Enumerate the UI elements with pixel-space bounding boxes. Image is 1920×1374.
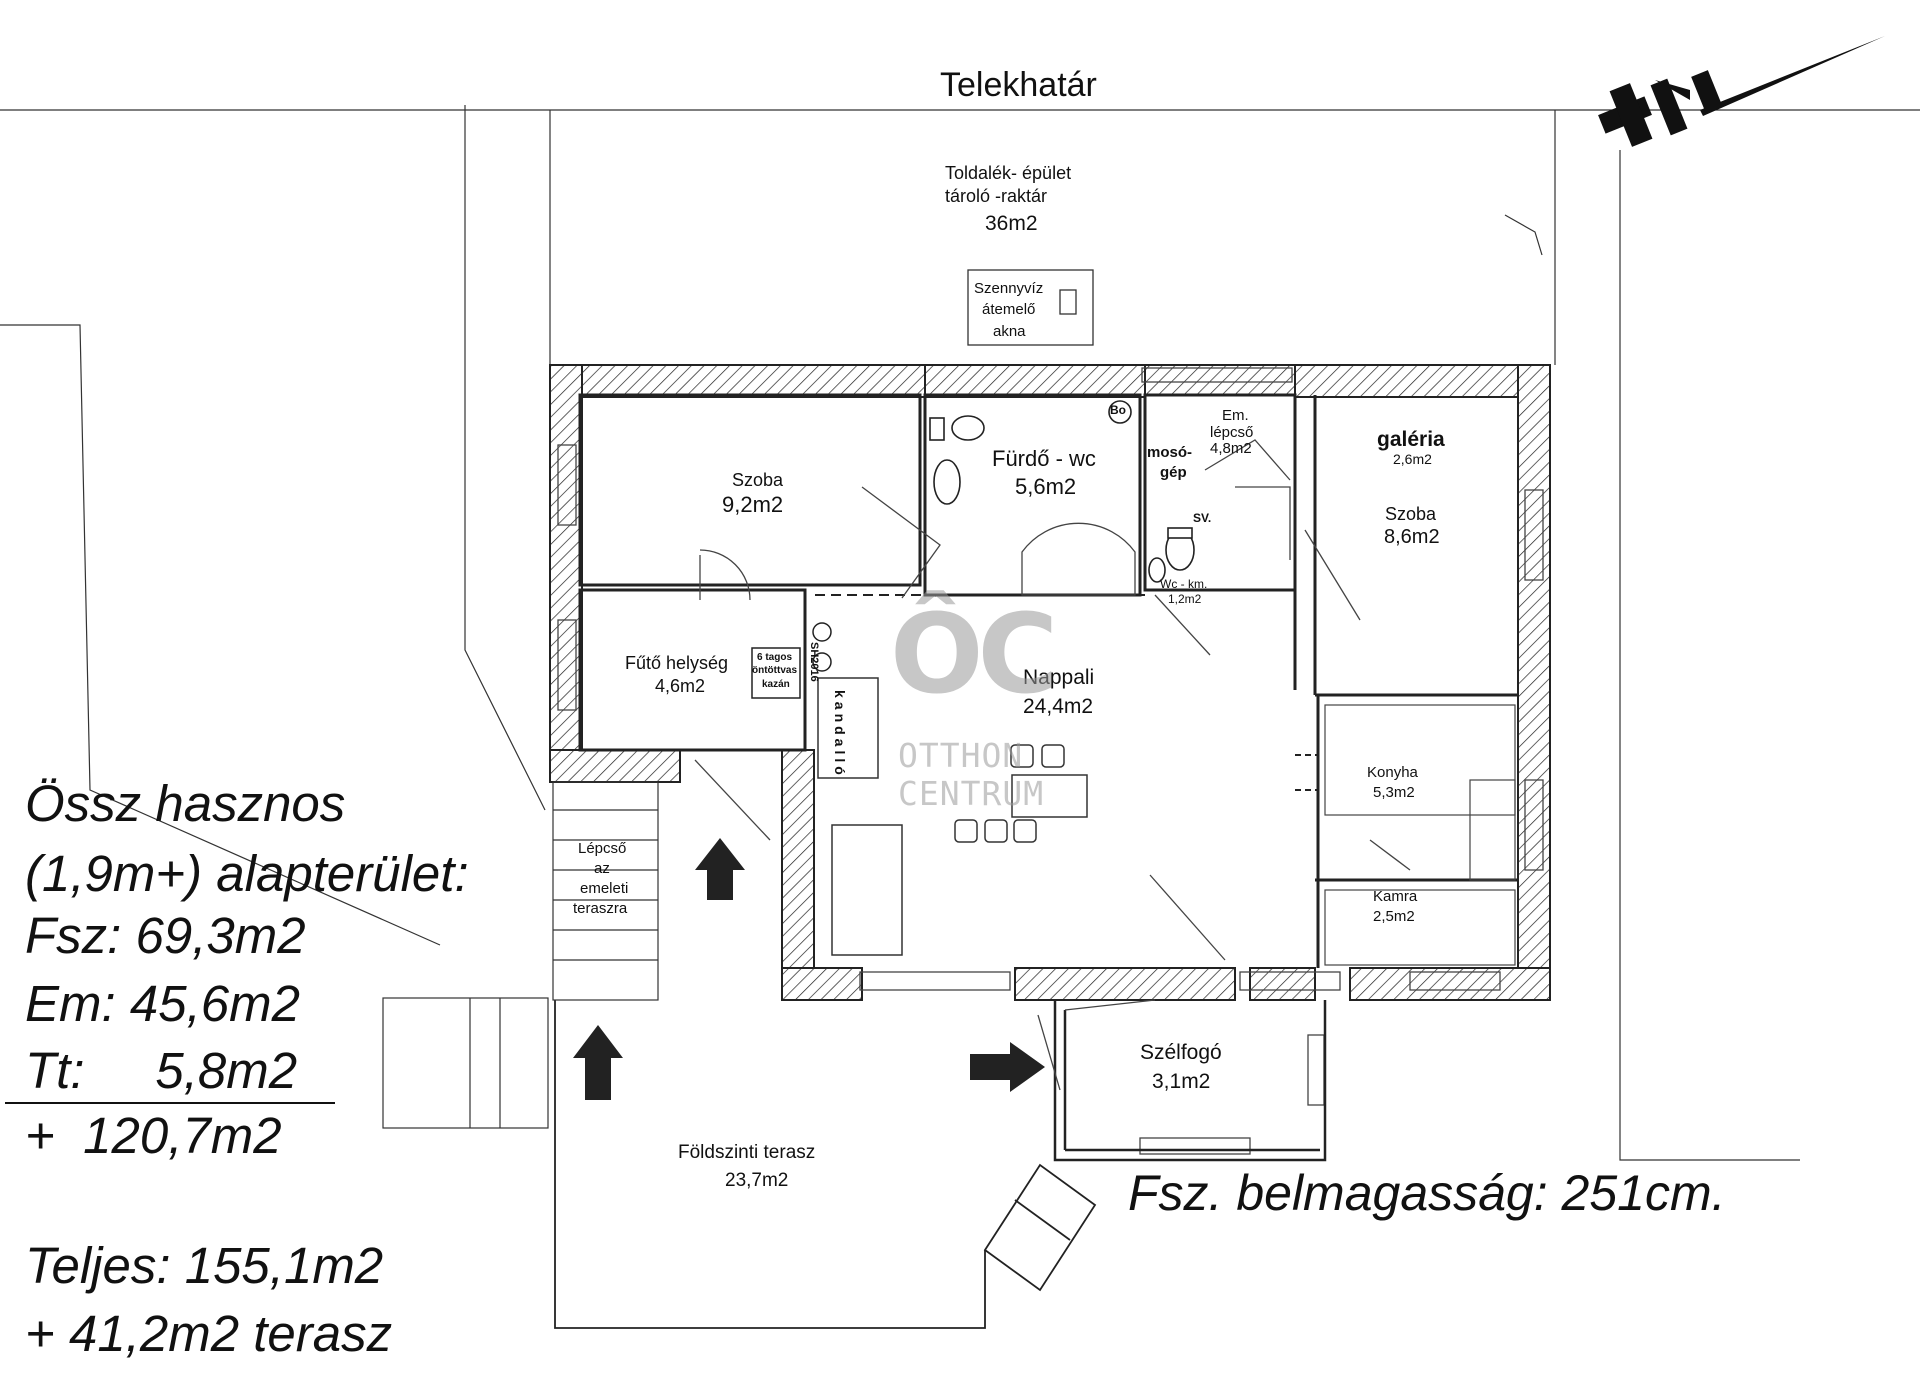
ceiling-height-note: Fsz. belmagasság: 251cm. xyxy=(1128,1165,1726,1221)
terrace-outline xyxy=(554,1000,1097,1329)
stair-upper-area: 4,8m2 xyxy=(1210,440,1252,457)
furnace-line-3: kazán xyxy=(762,679,790,690)
washer-line-1: mosó- xyxy=(1147,444,1192,461)
watermark-line-2: CENTRUM xyxy=(898,774,1045,813)
living-room-name: Nappali xyxy=(1023,666,1095,689)
bedroom-right-name: Szoba xyxy=(1385,504,1437,524)
exterior-walls xyxy=(549,364,1551,1001)
gallery-name: galéria xyxy=(1377,428,1445,451)
summary-upper-floor: Em: 45,6m2 xyxy=(25,975,300,1032)
washer-line-2: gép xyxy=(1160,464,1187,481)
exterior-staircase xyxy=(382,781,659,1129)
plot-boundary-label: Telekhatár xyxy=(940,66,1097,104)
fireplace-label: kandalló xyxy=(832,690,848,779)
watermark-logo: ÔC xyxy=(890,590,1058,718)
stair-upper-line-1: Em. xyxy=(1222,407,1249,424)
ground-terrace-area: 23,7m2 xyxy=(725,1170,789,1191)
kitchen-furniture xyxy=(1324,704,1516,966)
summary-ground-floor: Fsz: 69,3m2 xyxy=(25,907,306,964)
furnace-line-2: öntöttvas xyxy=(752,665,797,676)
summary-attic: Tt: 5,8m2 xyxy=(25,1042,298,1099)
doors-and-fixtures xyxy=(694,439,1411,1091)
sewage-line-2: átemelő xyxy=(982,301,1036,318)
ground-terrace-name: Földszinti terasz xyxy=(678,1142,816,1163)
bedroom-left-area: 9,2m2 xyxy=(722,492,784,517)
summary-line-1: Össz hasznos xyxy=(25,775,346,832)
terrace-stair-line-3: emeleti xyxy=(580,880,629,897)
summary-total: Teljes: 155,1m2 xyxy=(25,1237,384,1294)
furnace-code: SH2016 xyxy=(808,642,820,682)
vestibule-name: Szélfogó xyxy=(1140,1041,1222,1064)
annex-subname: tároló -raktár xyxy=(945,186,1048,206)
bedroom-left-name: Szoba xyxy=(732,470,784,490)
north-arrow-icon xyxy=(1598,36,1885,147)
sewage-line-1: Szennyvíz xyxy=(974,280,1044,297)
heating-room-area: 4,6m2 xyxy=(655,676,706,696)
pantry-name: Kamra xyxy=(1373,888,1418,905)
stair-upper-line-2: lépcső xyxy=(1210,424,1254,441)
heating-room-name: Fűtő helység xyxy=(625,653,729,673)
summary-terrace-total: + 41,2m2 terasz xyxy=(25,1305,393,1362)
bathroom-name: Fürdő - wc xyxy=(992,446,1096,471)
terrace-stair-line-1: Lépcső xyxy=(578,840,627,857)
annex-area: 36m2 xyxy=(985,212,1038,235)
plot-boundary-lines xyxy=(0,105,1920,1161)
gallery-area: 2,6m2 xyxy=(1393,451,1432,467)
sewage-pit xyxy=(967,269,1094,346)
watermark-line-1: OTTHON xyxy=(898,736,1024,775)
living-furniture xyxy=(817,677,1088,956)
vestibule-area: 3,1m2 xyxy=(1152,1070,1211,1093)
furnace-line-1: 6 tagos xyxy=(757,652,793,663)
bathroom-area: 5,6m2 xyxy=(1015,474,1077,499)
wc-code: SV. xyxy=(1193,511,1212,525)
furnace-unit xyxy=(751,622,832,699)
boiler-label: Bo xyxy=(1110,403,1126,417)
kitchen-name: Konyha xyxy=(1367,764,1418,781)
kitchen-area: 5,3m2 xyxy=(1373,784,1415,801)
summary-underline xyxy=(5,1102,335,1104)
wc-small-name: Wc - km. xyxy=(1160,577,1208,591)
summary-subtotal: + 120,7m2 xyxy=(25,1107,282,1164)
terrace-stair-line-2: az xyxy=(594,860,610,877)
annex-name: Toldalék- épület xyxy=(945,163,1072,183)
living-room-area: 24,4m2 xyxy=(1023,695,1094,718)
terrace-stair-line-4: teraszra xyxy=(573,900,628,917)
pantry-area: 2,5m2 xyxy=(1373,908,1415,925)
arrow-icon xyxy=(573,838,1045,1100)
toilet-icon xyxy=(929,400,1195,583)
window-marks xyxy=(557,367,1544,1155)
bedroom-right-area: 8,6m2 xyxy=(1384,526,1440,548)
wc-small-area: 1,2m2 xyxy=(1168,592,1202,606)
summary-line-2: (1,9m+) alapterület: xyxy=(25,845,469,902)
sewage-line-3: akna xyxy=(993,323,1026,340)
